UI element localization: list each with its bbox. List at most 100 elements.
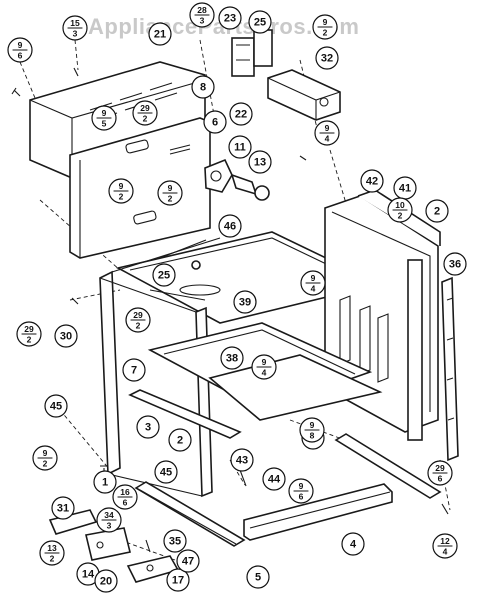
callout-label: 11 — [234, 142, 246, 154]
callout-label: 23 — [224, 13, 236, 25]
fraction-top: 9 — [168, 183, 173, 193]
right-trim-strip — [441, 276, 459, 462]
callout-label: 1 — [102, 477, 108, 489]
fraction-callout-f9_4c: 94 — [251, 354, 277, 380]
right-side-panels — [324, 189, 441, 441]
fraction-callout-f9_2d: 92 — [32, 445, 58, 471]
fraction-top: 15 — [70, 18, 80, 28]
fraction-bottom: 6 — [18, 50, 23, 60]
callout-label: 22 — [235, 109, 247, 121]
switch-bracket — [231, 29, 273, 77]
fraction-bottom: 4 — [325, 133, 330, 143]
callout-c23: 23 — [218, 6, 242, 30]
fraction-top: 9 — [102, 108, 107, 118]
callout-c1: 1 — [93, 470, 117, 494]
screws — [11, 67, 449, 553]
callout-label: 21 — [154, 29, 166, 41]
fraction-callout-f9_2c: 92 — [157, 180, 183, 206]
callout-label: 39 — [239, 297, 251, 309]
callout-label: 6 — [212, 117, 218, 129]
fraction-bottom: 6 — [123, 497, 128, 507]
callout-c35: 35 — [163, 529, 187, 553]
callout-c25b: 25 — [152, 263, 176, 287]
callout-c32: 32 — [315, 46, 339, 70]
fraction-top: 9 — [299, 481, 304, 491]
vent-duct — [267, 69, 341, 121]
callout-label: 13 — [254, 157, 266, 169]
fraction-callout-f9_2b: 92 — [108, 178, 134, 204]
callout-label: 35 — [169, 536, 181, 548]
fraction-top: 12 — [440, 536, 450, 546]
fraction-callout-f29_2a: 292 — [132, 100, 158, 126]
part-callouts: 1223455678111314172021222325253031323536… — [44, 6, 467, 593]
callout-c45b: 45 — [154, 460, 178, 484]
callout-c31: 31 — [51, 496, 75, 520]
callout-label: 36 — [449, 259, 461, 271]
fraction-bottom: 2 — [168, 193, 173, 203]
callout-c4: 4 — [341, 532, 365, 556]
fraction-bottom: 2 — [143, 113, 148, 123]
callout-label: 7 — [131, 365, 137, 377]
fraction-top: 9 — [311, 273, 316, 283]
callout-c8: 8 — [191, 75, 215, 99]
fraction-callout-f29_2b: 292 — [16, 321, 42, 347]
callout-c41: 41 — [393, 176, 417, 200]
fraction-callout-f9_5: 95 — [91, 105, 117, 131]
kick-plate — [243, 483, 393, 541]
fraction-callout-f9_6a: 96 — [7, 37, 33, 63]
callout-label: 31 — [57, 503, 69, 515]
fraction-top: 29 — [24, 324, 34, 334]
callout-label: 32 — [321, 53, 333, 65]
callout-c3: 3 — [136, 415, 160, 439]
fraction-bottom: 6 — [299, 491, 304, 501]
fraction-bottom: 6 — [438, 473, 443, 483]
fraction-top: 16 — [120, 487, 130, 497]
callout-c45a: 45 — [44, 394, 68, 418]
callout-c44: 44 — [262, 467, 286, 491]
fraction-bottom: 2 — [398, 210, 403, 220]
callout-c5b: 5 — [246, 565, 270, 589]
rear-base-rail — [334, 433, 442, 499]
callout-c30: 30 — [54, 324, 78, 348]
fraction-top: 9 — [262, 357, 267, 367]
callout-c22: 22 — [229, 102, 253, 126]
fraction-top: 13 — [47, 543, 57, 553]
fraction-top: 10 — [395, 200, 405, 210]
fraction-top: 29 — [435, 463, 445, 473]
fraction-top: 29 — [133, 310, 143, 320]
callout-label: 5 — [255, 572, 261, 584]
callout-label: 45 — [160, 467, 172, 479]
callout-label: 30 — [60, 331, 72, 343]
callout-label: 2 — [434, 206, 440, 218]
callout-label: 25 — [254, 17, 266, 29]
fraction-callout-f9_8: 98 — [299, 417, 325, 443]
fraction-top: 9 — [18, 40, 23, 50]
callout-c13: 13 — [248, 150, 272, 174]
callout-label: 3 — [145, 422, 151, 434]
lower-cross-member — [128, 389, 242, 439]
callout-label: 44 — [268, 474, 281, 486]
fraction-callout-f9_2a: 92 — [312, 14, 338, 40]
fraction-bottom: 8 — [310, 430, 315, 440]
callout-label: 45 — [50, 401, 62, 413]
callout-c21: 21 — [148, 22, 172, 46]
callout-label: 20 — [100, 576, 112, 588]
fraction-top: 9 — [119, 181, 124, 191]
callout-label: 4 — [350, 539, 357, 551]
front-base-rail — [134, 481, 246, 547]
callout-c11: 11 — [228, 135, 252, 159]
callout-label: 47 — [182, 556, 194, 568]
fraction-callout-f12_4: 124 — [432, 533, 458, 559]
fraction-callout-f15_3: 153 — [62, 15, 88, 41]
callout-c25a: 25 — [248, 10, 272, 34]
fraction-bottom: 5 — [102, 118, 107, 128]
callout-label: 2 — [177, 435, 183, 447]
callout-label: 43 — [236, 455, 248, 467]
fraction-callout-f10_2: 102 — [387, 197, 413, 223]
fraction-callout-f9_6b: 96 — [288, 478, 314, 504]
fraction-bottom: 2 — [50, 553, 55, 563]
callout-c6: 6 — [203, 110, 227, 134]
callout-label: 8 — [200, 82, 206, 94]
callout-label: 14 — [82, 569, 95, 581]
fraction-callout-f9_4a: 94 — [314, 120, 340, 146]
